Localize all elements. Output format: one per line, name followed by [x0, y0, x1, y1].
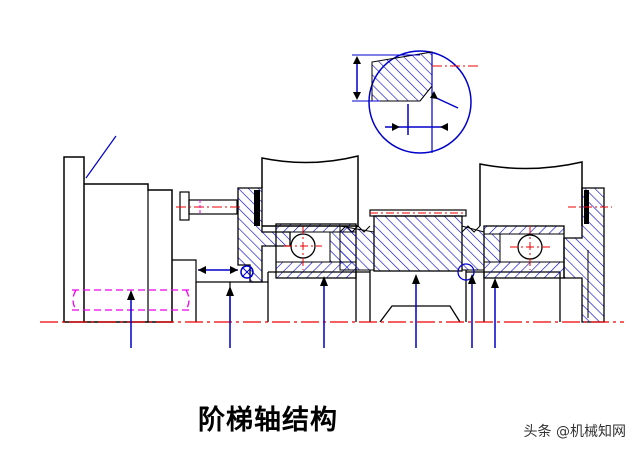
left-bearing-cap: [237, 187, 291, 283]
dimension-arrows: [130, 276, 496, 348]
right-bearing: [483, 225, 565, 279]
leader-line: [85, 135, 117, 179]
right-bearing-cap: [563, 187, 612, 323]
right-gear: [479, 161, 583, 226]
left-gear: [261, 155, 359, 227]
shaft-body: [195, 263, 561, 322]
dimension-arrowheads: [127, 274, 499, 300]
horizontal-dimension: [198, 266, 238, 274]
diagram-caption: 阶梯轴结构: [198, 405, 338, 436]
left-housing: [63, 156, 240, 323]
center-gear-hub: [339, 209, 485, 323]
detail-view-circle: [352, 50, 478, 154]
watermark-label: 头条 @机械知网: [523, 424, 626, 440]
